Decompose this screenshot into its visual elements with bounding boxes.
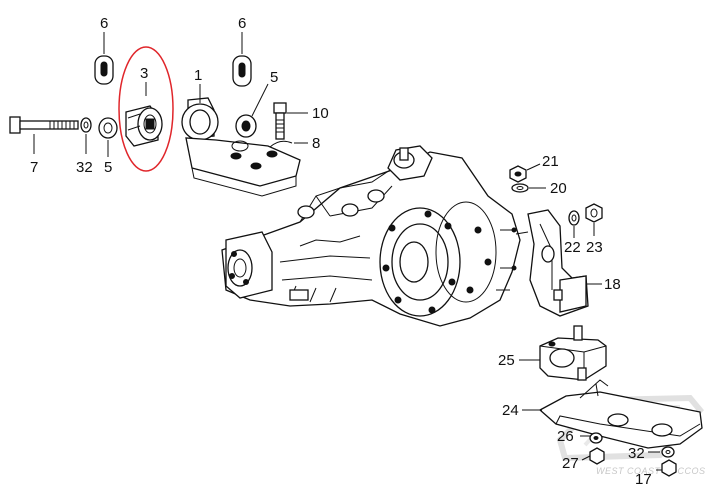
washer-part-20	[511, 183, 529, 193]
nut-part-27	[589, 447, 605, 465]
washer-part-22	[568, 210, 580, 226]
mount-part-18	[515, 209, 589, 317]
callout-labels: 1 3 5 5 6 6 7 8 10 17 18 20 21 22 23 24 …	[30, 15, 652, 488]
callout-21: 21	[542, 153, 559, 170]
callout-6-left: 6	[100, 15, 108, 32]
transmission-assembly	[221, 145, 521, 327]
callout-27: 27	[562, 455, 579, 472]
callout-22: 22	[564, 239, 581, 256]
nut-part-23	[585, 203, 603, 223]
washer-part-32	[80, 117, 92, 133]
bolt-part-10	[273, 102, 287, 140]
callout-3: 3	[140, 65, 148, 82]
callout-17: 17	[635, 471, 652, 488]
callout-32-lower: 32	[628, 445, 645, 462]
highlight-circle	[118, 46, 174, 172]
mount-bracket-part-1	[181, 97, 301, 197]
circlip-part-8	[269, 140, 293, 148]
callout-5-left: 5	[104, 159, 112, 176]
mount-part-25	[539, 325, 607, 381]
callout-20: 20	[550, 180, 567, 197]
bolt-part-7	[9, 116, 79, 134]
callout-24: 24	[502, 402, 519, 419]
washer-part-26	[589, 432, 603, 444]
washer-part-5-left	[98, 117, 118, 139]
callout-32-left: 32	[76, 159, 93, 176]
callout-25: 25	[498, 352, 515, 369]
callout-1: 1	[194, 67, 202, 84]
callout-6-right: 6	[238, 15, 246, 32]
callout-10: 10	[312, 105, 329, 122]
callout-23: 23	[586, 239, 603, 256]
callout-8: 8	[312, 135, 320, 152]
washer-part-5-right	[235, 114, 257, 138]
bushing-part-3	[125, 105, 163, 147]
slotted-washer-part-6-right	[232, 55, 252, 87]
nut-part-21	[509, 165, 527, 183]
callout-18: 18	[604, 276, 621, 293]
callout-7: 7	[30, 159, 38, 176]
callout-5-right: 5	[270, 69, 278, 86]
washer-part-32-lower	[661, 446, 675, 458]
nut-part-17	[661, 459, 677, 477]
bracket-plate-part-24	[538, 379, 703, 449]
watermark-text: WEST COAST KOCCOS	[596, 466, 706, 476]
callout-26: 26	[557, 428, 574, 445]
slotted-washer-part-6-left	[94, 55, 114, 85]
